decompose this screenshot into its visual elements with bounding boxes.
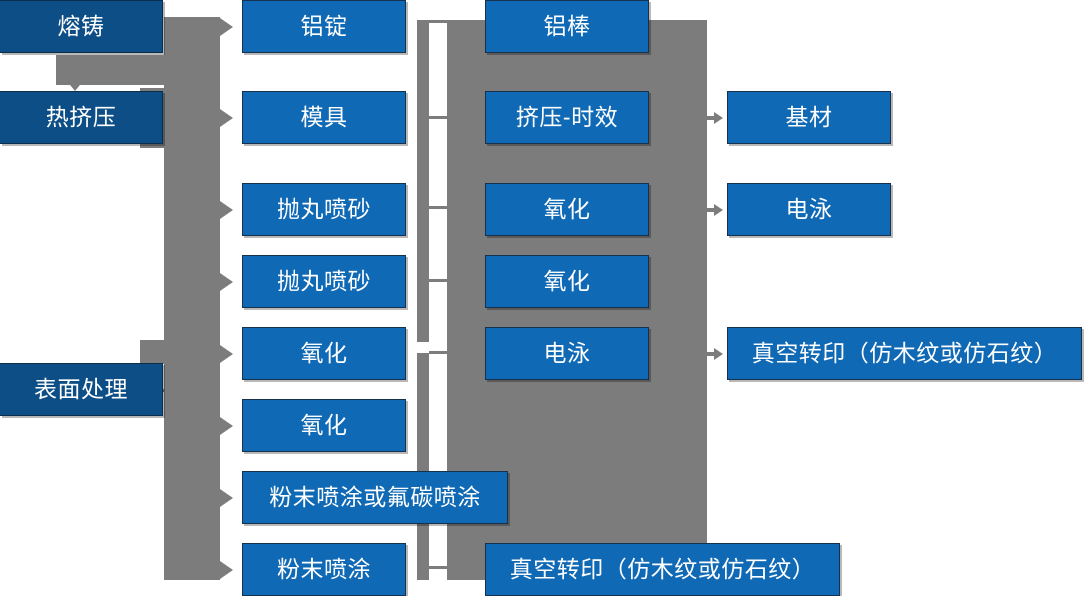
connector-surface-treat-stub: [140, 340, 180, 364]
mini-arrow-electrophoresis: [714, 204, 723, 216]
node-electrophoresis-c3[interactable]: 电泳: [485, 327, 649, 380]
node-extrusion-aging-label: 挤压-时效: [515, 104, 619, 130]
arrow-left-trunk-7: [220, 489, 233, 507]
mini-arrow-substrate: [714, 112, 723, 124]
node-vacuum-transfer-right[interactable]: 真空转印（仿木纹或仿石纹）: [727, 327, 1082, 380]
node-shot-blasting-2[interactable]: 抛丸喷砂: [242, 255, 406, 308]
node-oxidation-c2-2-label: 氧化: [300, 412, 348, 438]
arrow-left-trunk-6: [220, 417, 233, 435]
node-mold-label: 模具: [300, 104, 348, 130]
node-oxidation-c2-1-label: 氧化: [300, 340, 348, 366]
node-aluminum-ingot-label: 铝锭: [300, 13, 348, 39]
stage-hot-extrusion-label: 热挤压: [45, 104, 117, 130]
connector-mid-tooth-6: [429, 566, 448, 569]
mini-conn-vacuum-transfer: [707, 352, 716, 356]
node-oxidation-c3-2[interactable]: 氧化: [485, 255, 649, 308]
node-shot-blasting-1[interactable]: 抛丸喷砂: [242, 183, 406, 236]
stage-melt-cast[interactable]: 熔铸: [0, 0, 163, 53]
stage-surface-treatment[interactable]: 表面处理: [0, 363, 163, 416]
node-oxidation-c3-1-label: 氧化: [543, 196, 591, 222]
node-electrophoresis-c3-label: 电泳: [543, 340, 591, 366]
connector-mid-rail-left-lower: [417, 353, 429, 580]
node-powder-or-fluorocarbon-coating-label: 粉末喷涂或氟碳喷涂: [269, 484, 481, 510]
connector-mid-tooth-1: [429, 20, 448, 23]
stage-hot-extrusion[interactable]: 热挤压: [0, 91, 163, 144]
node-oxidation-c2-1[interactable]: 氧化: [242, 327, 406, 380]
mini-arrow-vacuum-transfer: [714, 348, 723, 360]
stage-melt-cast-label: 熔铸: [57, 13, 105, 39]
arrow-left-trunk-2: [220, 109, 233, 127]
arrow-left-trunk-8: [220, 561, 233, 579]
node-oxidation-c2-2[interactable]: 氧化: [242, 399, 406, 452]
connector-mid-tooth-3: [429, 206, 448, 209]
arrow-left-trunk-1: [220, 18, 233, 36]
node-vacuum-transfer-bottom[interactable]: 真空转印（仿木纹或仿石纹）: [485, 543, 840, 596]
node-vacuum-transfer-bottom-label: 真空转印（仿木纹或仿石纹）: [509, 556, 816, 582]
node-electrophoresis-c4[interactable]: 电泳: [727, 183, 891, 236]
connector-mid-tooth-4: [429, 279, 448, 282]
node-powder-or-fluorocarbon-coating[interactable]: 粉末喷涂或氟碳喷涂: [242, 471, 508, 524]
node-powder-coating-label: 粉末喷涂: [277, 556, 371, 582]
node-aluminum-bar-label: 铝棒: [543, 13, 591, 39]
node-mold[interactable]: 模具: [242, 91, 406, 144]
arrow-left-trunk-3: [220, 201, 233, 219]
node-substrate-label: 基材: [785, 104, 833, 130]
node-oxidation-c3-2-label: 氧化: [543, 268, 591, 294]
stage-surface-treatment-label: 表面处理: [34, 376, 128, 402]
mini-conn-substrate: [707, 116, 716, 120]
node-vacuum-transfer-right-label: 真空转印（仿木纹或仿石纹）: [751, 340, 1058, 366]
node-powder-coating[interactable]: 粉末喷涂: [242, 543, 406, 596]
connector-mid-tooth-5: [429, 351, 448, 354]
node-oxidation-c3-1[interactable]: 氧化: [485, 183, 649, 236]
connector-surface-treat-line: [163, 389, 183, 392]
node-aluminum-ingot[interactable]: 铝锭: [242, 0, 406, 53]
connector-mid-rail-left-upper: [417, 20, 429, 342]
mini-conn-electrophoresis: [707, 208, 716, 212]
node-aluminum-bar[interactable]: 铝棒: [485, 0, 649, 53]
node-shot-blasting-2-label: 抛丸喷砂: [277, 268, 371, 294]
connector-arrow-down-to-hot-extrusion: [66, 80, 84, 91]
node-shot-blasting-1-label: 抛丸喷砂: [277, 196, 371, 222]
connector-mid-tooth-2: [429, 116, 448, 119]
node-electrophoresis-c4-label: 电泳: [785, 196, 833, 222]
arrow-left-trunk-4: [220, 273, 233, 291]
node-extrusion-aging[interactable]: 挤压-时效: [485, 91, 649, 144]
arrow-left-trunk-5: [220, 345, 233, 363]
node-substrate[interactable]: 基材: [727, 91, 891, 144]
